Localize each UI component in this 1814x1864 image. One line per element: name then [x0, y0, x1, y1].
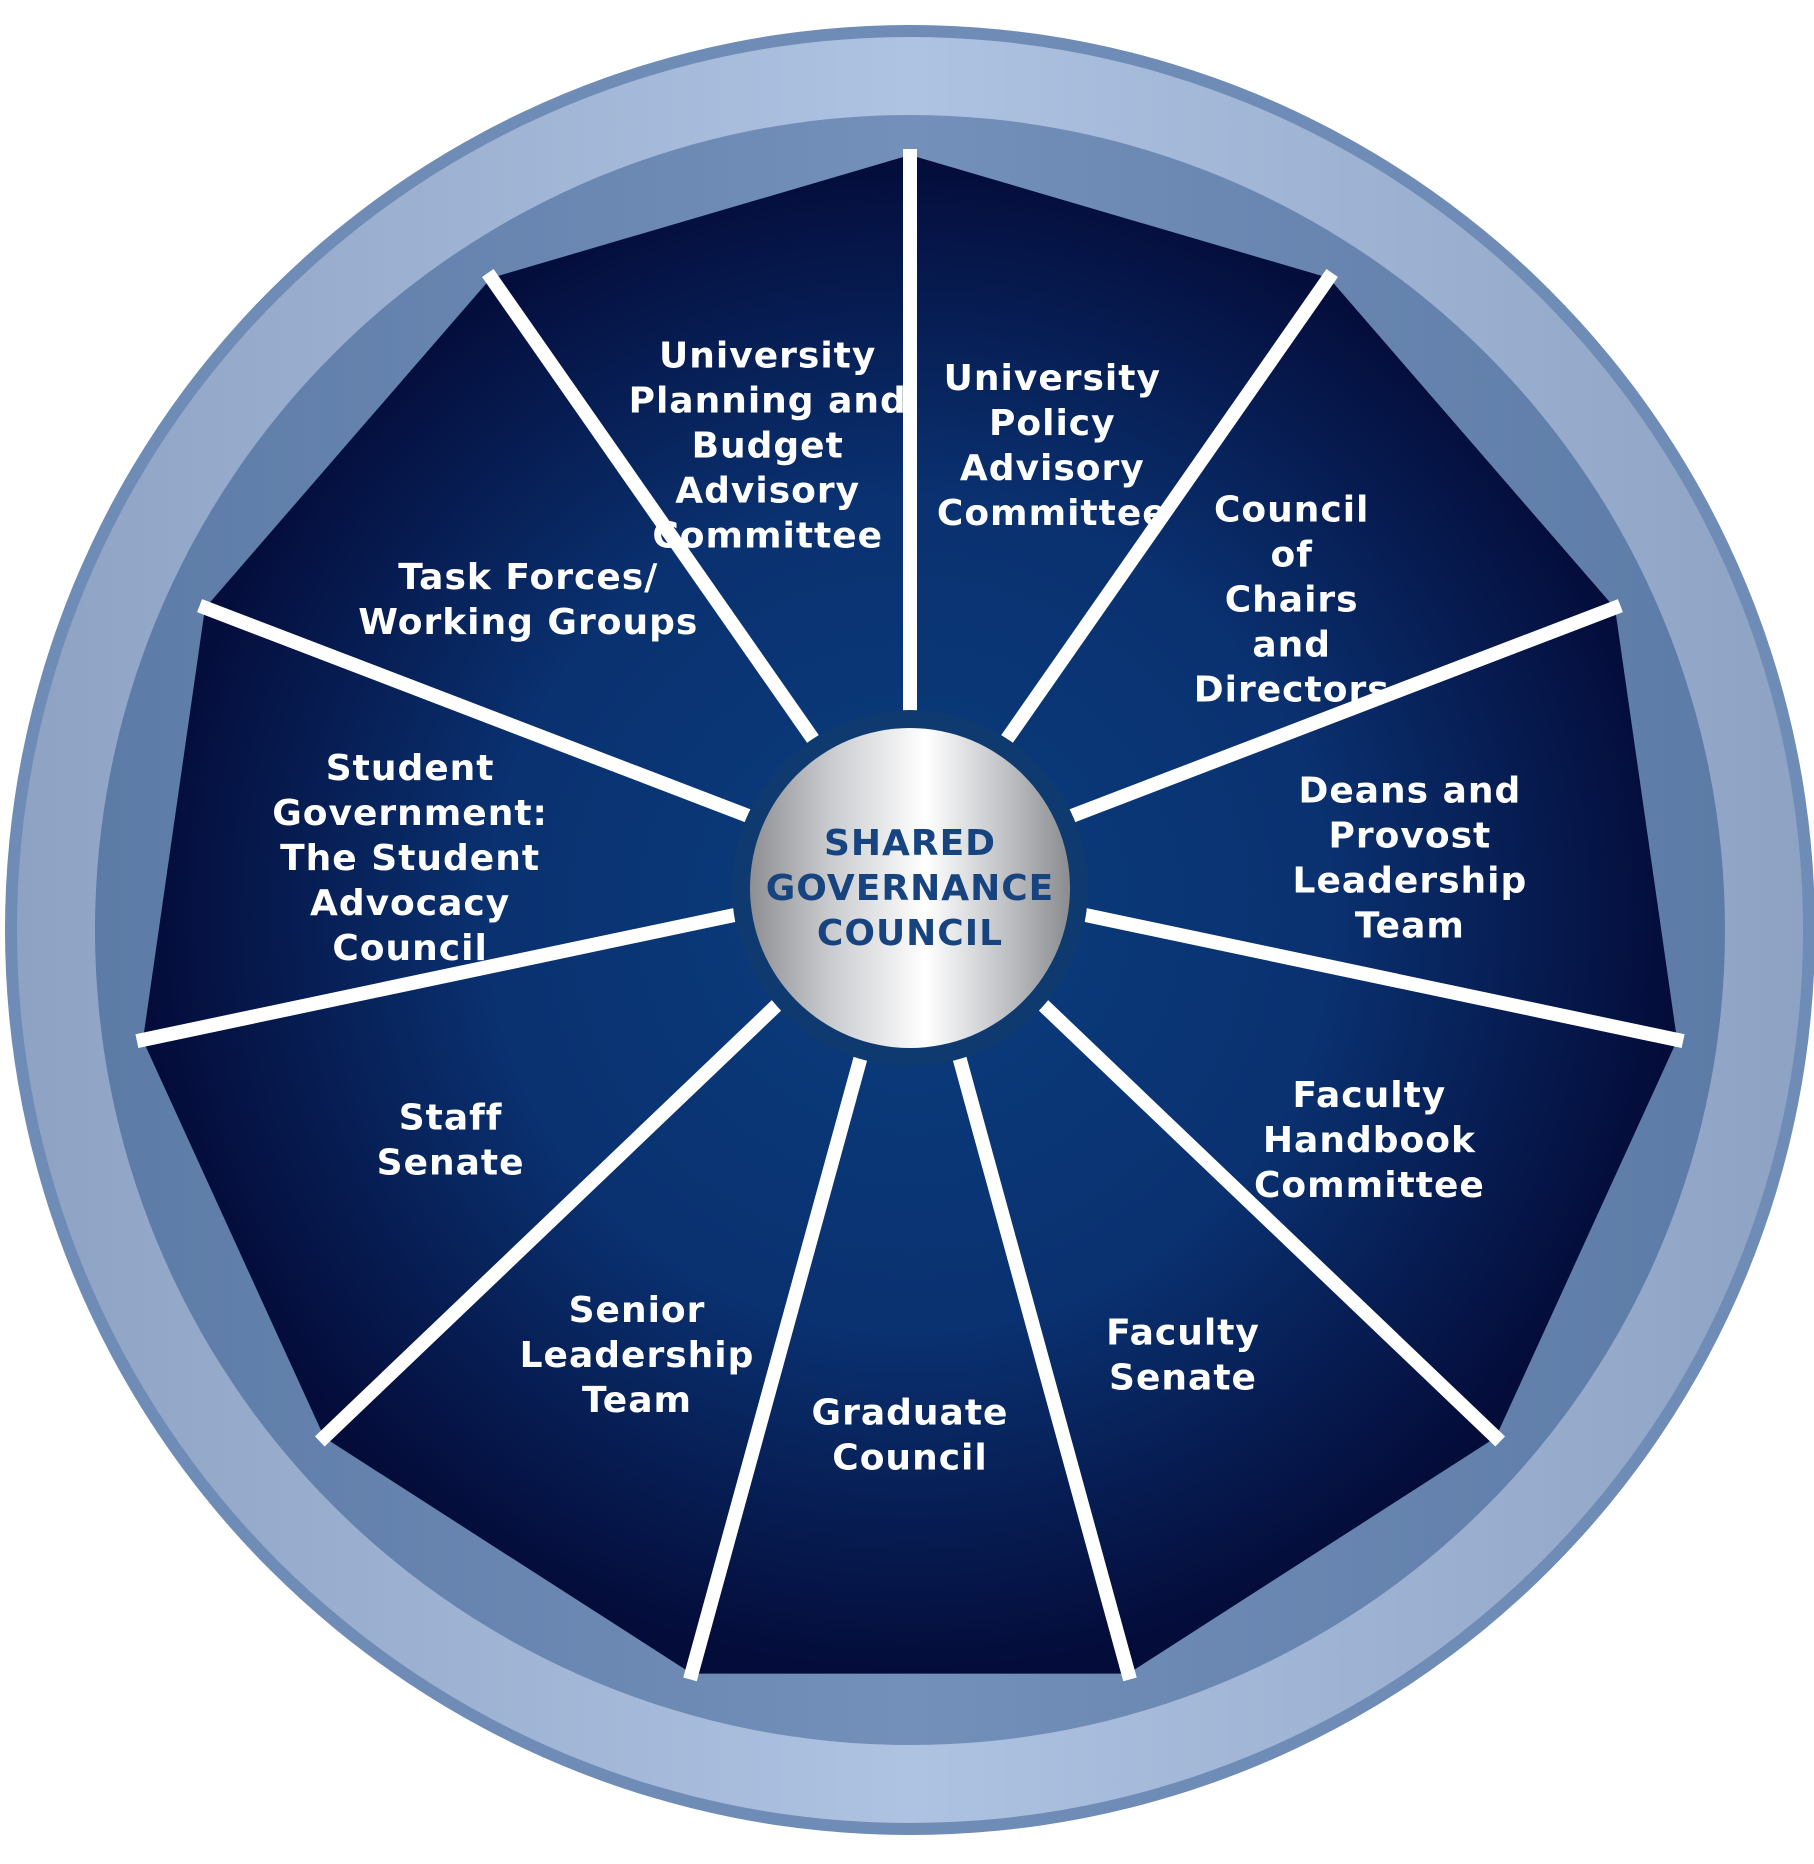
segment-label-line: Budget — [692, 426, 844, 467]
segment-divider — [1018, 981, 1506, 1447]
segment-divider — [985, 268, 1338, 766]
segment-label-line: Council — [1214, 489, 1369, 530]
segment-label-line: Team — [582, 1380, 692, 1421]
segment-label-line: Leadership — [1293, 861, 1528, 902]
segment-label-line: Leadership — [520, 1335, 755, 1376]
segment-label-line: Directors — [1194, 669, 1390, 710]
segment-divider — [314, 981, 802, 1447]
segment-label-line: Task Forces/ — [398, 557, 658, 598]
segment-label-line: Working Groups — [358, 602, 698, 643]
segment-label-line: Graduate — [812, 1393, 1009, 1434]
segment-label-line: Committee — [937, 493, 1168, 534]
segment-label-line: Advisory — [675, 471, 860, 512]
segment-divider — [1043, 599, 1623, 833]
segment-label-line: Senate — [1109, 1357, 1257, 1398]
segment-label-line: Policy — [989, 403, 1116, 444]
hub-title-line: COUNCIL — [817, 913, 1003, 954]
segment-label-line: Deans and — [1298, 771, 1521, 812]
segment-label-line: of — [1270, 534, 1312, 575]
segment-dividers — [135, 149, 1685, 1682]
segment-label-line: Senate — [377, 1142, 525, 1183]
segment-label-line: University — [944, 358, 1161, 399]
segment-label-line: Senior — [569, 1290, 706, 1331]
segment-label-line: Staff — [399, 1097, 503, 1138]
segment-label-line: Planning and — [629, 381, 907, 422]
segment-label-line: The Student — [280, 838, 540, 879]
segment-divider — [197, 599, 777, 833]
segment-label-line: Council — [332, 928, 487, 969]
segment-label-line: Chairs — [1225, 579, 1359, 620]
segment-divider — [482, 268, 835, 766]
segment-label-line: Student — [326, 748, 495, 789]
segment-label-line: Team — [1355, 906, 1465, 947]
segment-label-line: Advocacy — [310, 883, 510, 924]
segment-label-line: Advisory — [960, 448, 1145, 489]
segment-label-line: University — [659, 336, 876, 377]
segment-divider — [135, 902, 763, 1048]
segment-label-line: Faculty — [1293, 1075, 1447, 1116]
segment-label-line: Council — [832, 1438, 987, 1479]
hub-title-line: SHARED — [824, 823, 996, 864]
segment-divider — [683, 1030, 875, 1682]
segment-label-task-forces-working-groups: Task Forces/Working Groups — [358, 557, 698, 643]
segment-label-line: Provost — [1329, 816, 1492, 857]
hub-disc — [750, 728, 1070, 1048]
hub-title-line: GOVERNANCE — [766, 868, 1055, 909]
segment-divider — [945, 1030, 1137, 1682]
segment-label-line: Committee — [1254, 1165, 1485, 1206]
segment-label-line: Committee — [652, 516, 883, 557]
segment-label-line: Faculty — [1106, 1312, 1260, 1353]
segment-label-line: Handbook — [1263, 1120, 1476, 1161]
segment-label-line: Government: — [272, 793, 548, 834]
segment-label-line: and — [1252, 624, 1331, 665]
segment-divider — [1057, 902, 1685, 1048]
